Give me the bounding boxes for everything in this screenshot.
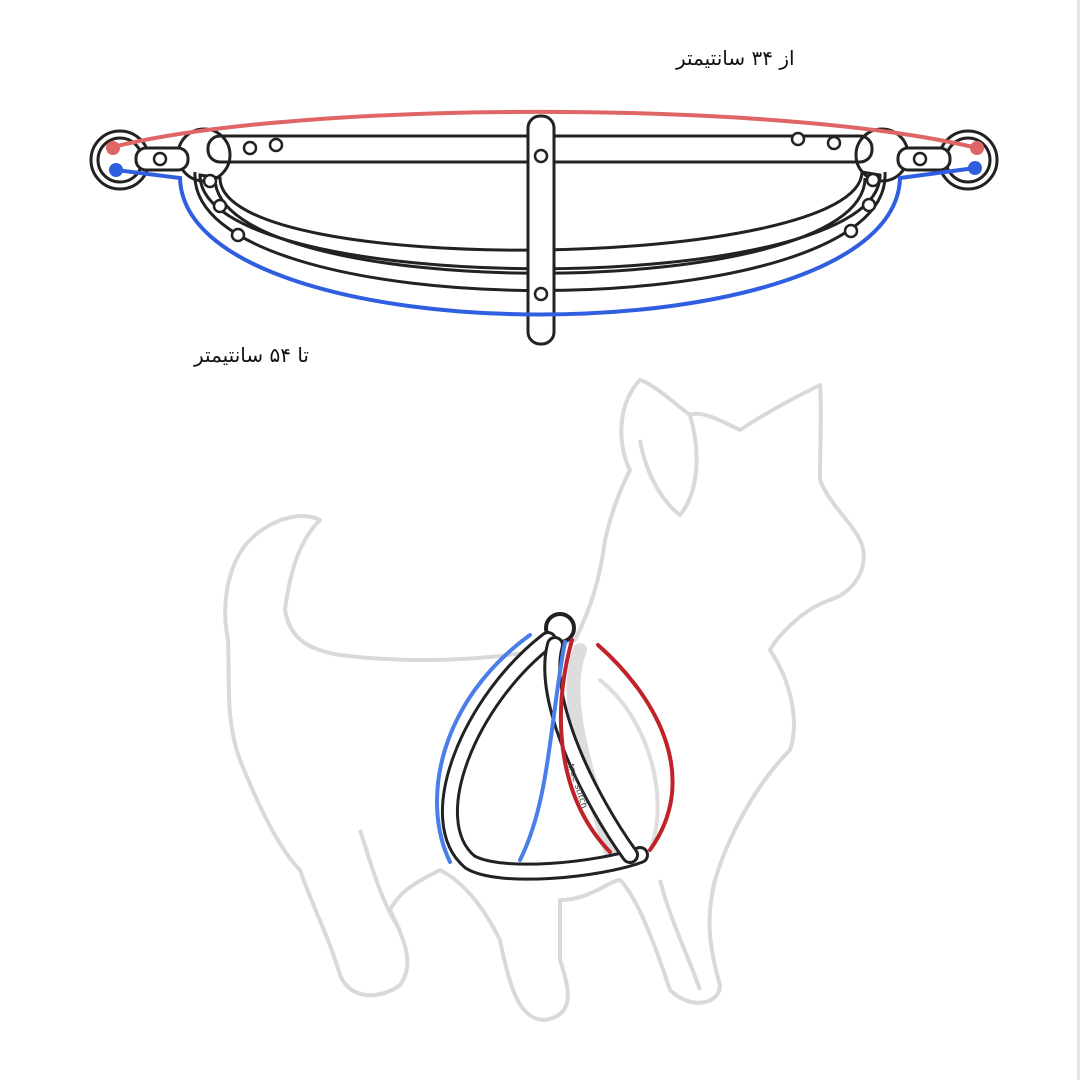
min-line-start-dot: [106, 141, 120, 155]
max-line-end-dot: [968, 161, 982, 175]
min-length-label: از ۳۴ سانتیمتر: [676, 46, 795, 70]
harness-flat-view: [89, 114, 999, 346]
max-length-line: [115, 166, 976, 317]
harness-worn-view: true stitch: [435, 612, 675, 881]
min-length-line: [112, 109, 978, 150]
dog-silhouette: [223, 378, 866, 1022]
max-line-start-dot: [109, 163, 123, 177]
belly-strap: [198, 170, 882, 271]
right-edge-border: [1077, 0, 1080, 1080]
center-strap: [526, 114, 556, 346]
max-length-label: تا ۵۴ سانتیمتر: [194, 343, 309, 367]
rivets: [152, 131, 928, 302]
min-line-end-dot: [970, 141, 984, 155]
